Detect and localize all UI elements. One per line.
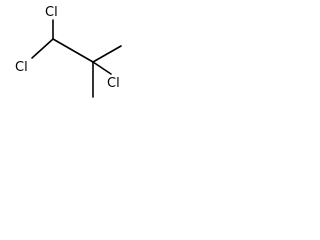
bond-c2-methyl-up [92, 45, 122, 63]
atom-label-cl-top: Cl [45, 5, 58, 20]
atom-label-cl-left: Cl [15, 60, 28, 75]
bond-c1-cl-left [31, 38, 54, 59]
structural-formula: Cl Cl Cl [15, 5, 122, 98]
atom-label-cl-right: Cl [107, 76, 120, 91]
bond-c2-cl-right [92, 61, 112, 75]
bond-c1-c2 [52, 38, 94, 63]
